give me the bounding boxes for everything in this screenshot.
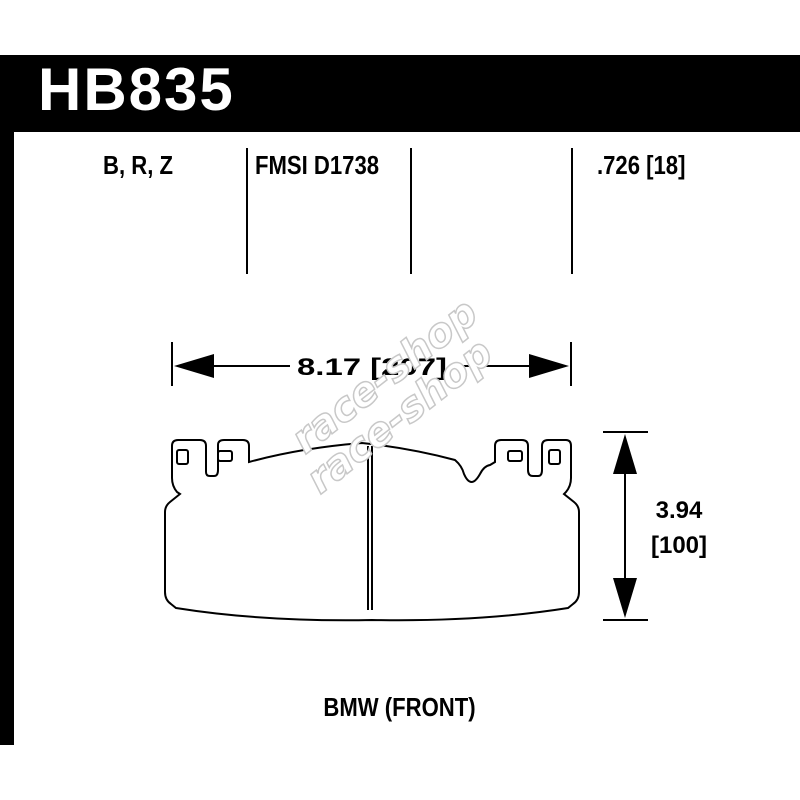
left-rule xyxy=(0,130,14,745)
height-label-in: 3.94 xyxy=(656,497,703,524)
part-number: HB835 xyxy=(38,56,235,123)
height-dimension: 3.94 [100] xyxy=(603,431,707,621)
divider-left xyxy=(246,148,248,274)
width-label: 8.17 [207] xyxy=(297,354,447,381)
slot-left-inner xyxy=(217,450,233,462)
header-bar xyxy=(0,55,800,132)
arrow-left-icon xyxy=(174,354,214,378)
watermark: race-shop race-shop xyxy=(282,289,502,504)
arrow-up-icon xyxy=(613,434,637,474)
divider-right xyxy=(571,148,573,274)
arrow-right-icon xyxy=(529,354,569,378)
fmsi-code: FMSI D1738 xyxy=(255,150,380,180)
arrow-down-icon xyxy=(613,578,637,618)
slot-right-outer xyxy=(548,449,561,465)
slot-right-inner xyxy=(507,450,523,462)
divider-middle xyxy=(410,148,412,274)
application-label: BMW (FRONT) xyxy=(323,692,477,722)
slot-left-outer xyxy=(176,449,189,465)
brake-pad xyxy=(164,439,580,622)
compound-codes: B, R, Z xyxy=(103,150,173,180)
thickness-spec: .726 [18] xyxy=(597,150,686,180)
height-label-mm: [100] xyxy=(651,532,707,559)
width-dimension: 8.17 [207] xyxy=(171,342,572,386)
application-caption: BMW (FRONT) xyxy=(0,692,800,723)
